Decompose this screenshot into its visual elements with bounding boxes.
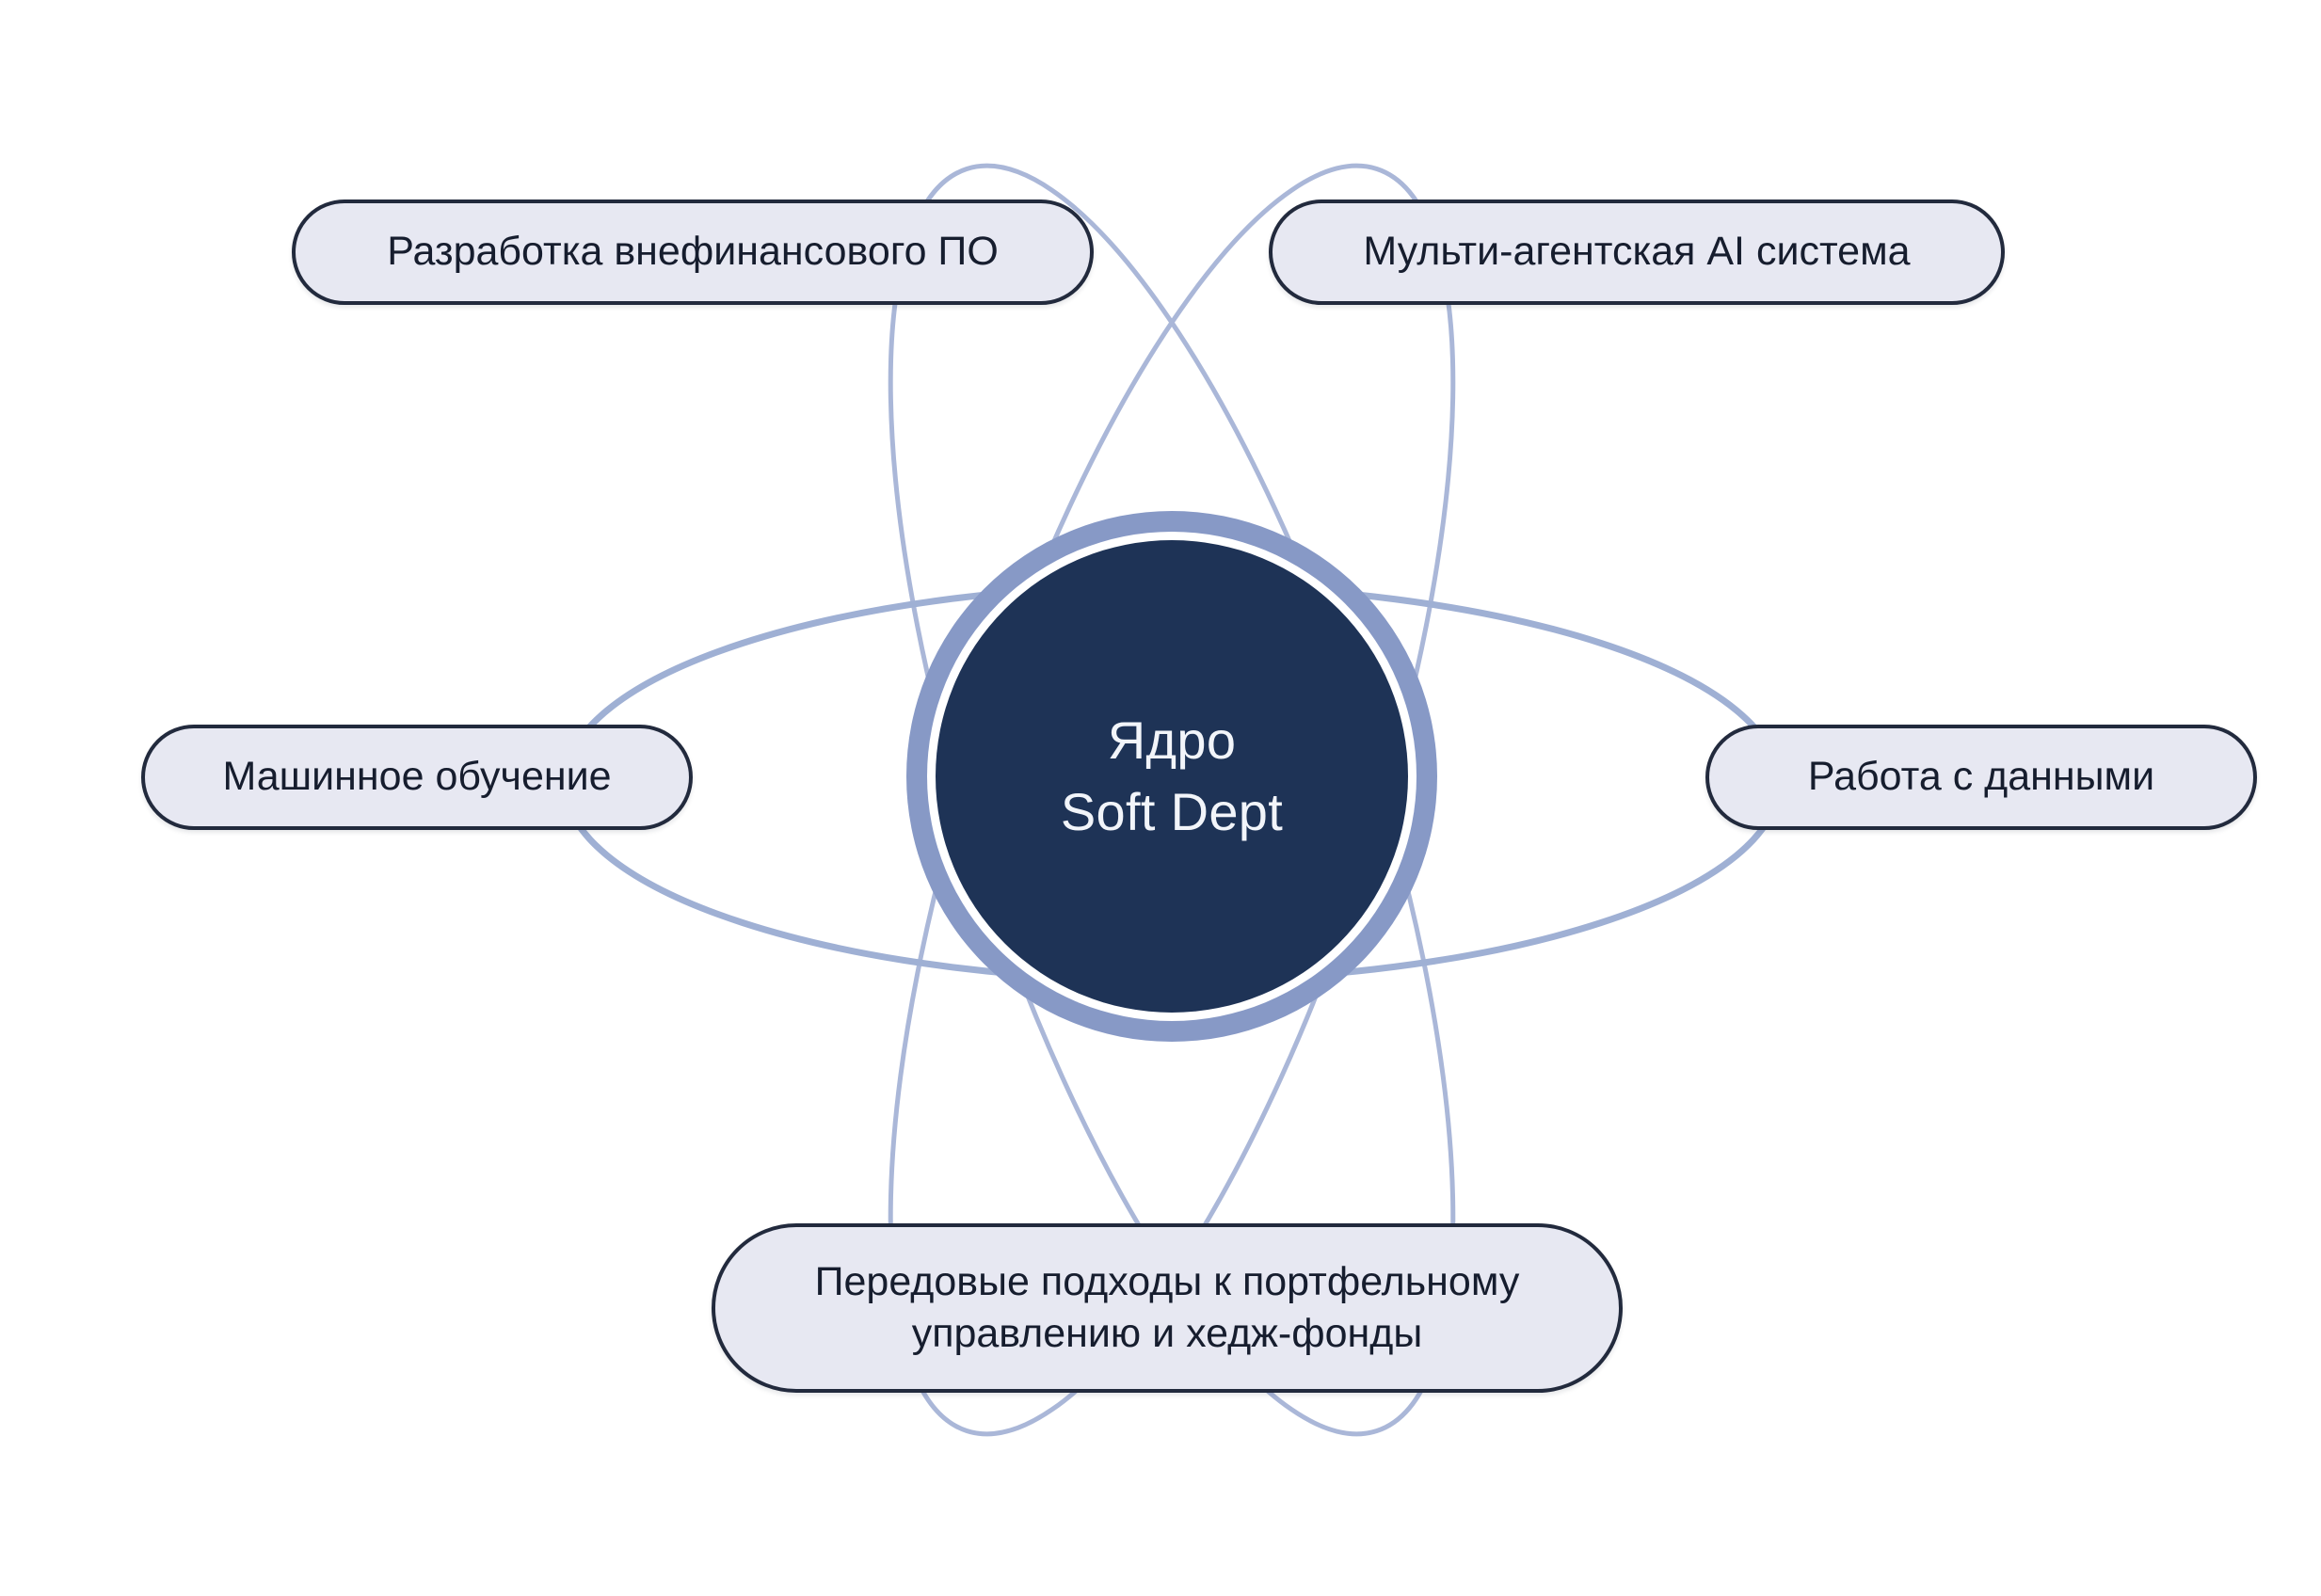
node-label-top-right: Мульти-агентская AI система xyxy=(1363,229,1911,275)
node-pill-top-left[interactable]: Разработка внефинансового ПО xyxy=(292,200,1094,305)
node-pill-bottom[interactable]: Передовые подходы к портфельному управле… xyxy=(712,1223,1623,1393)
core-label-line-2: Soft Dept xyxy=(1060,782,1284,841)
node-label-left: Машинное обучение xyxy=(222,754,612,800)
node-pill-left[interactable]: Машинное обучение xyxy=(141,725,693,830)
node-label-right: Работа с данными xyxy=(1807,754,2155,800)
node-pill-top-right[interactable]: Мульти-агентская AI система xyxy=(1269,200,2005,305)
core-disc: Ядро Soft Dept xyxy=(936,540,1408,1013)
core-node[interactable]: Ядро Soft Dept xyxy=(906,511,1437,1042)
core-label-line-1: Ядро xyxy=(1107,710,1237,770)
node-pill-right[interactable]: Работа с данными xyxy=(1705,725,2257,830)
node-label-bottom-line-2: управлению и хедж-фонды xyxy=(911,1311,1423,1356)
node-label-bottom-line-1: Передовые подходы к портфельному xyxy=(814,1258,1520,1304)
node-label-top-left: Разработка внефинансового ПО xyxy=(387,229,999,275)
